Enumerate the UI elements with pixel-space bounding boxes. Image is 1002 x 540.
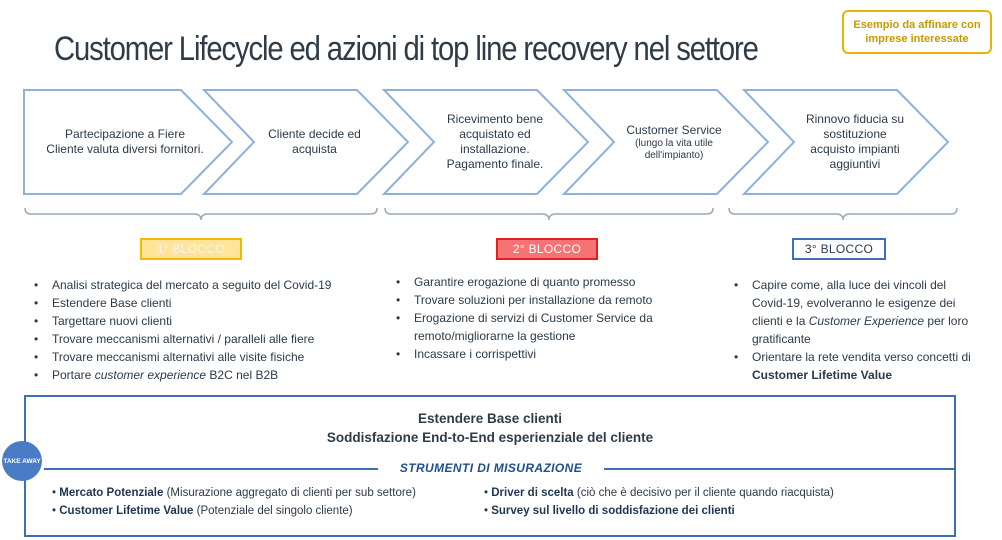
brace-block-3 [728,207,958,221]
list-item: Trovare soluzioni per installazione da r… [392,291,682,309]
step-2-text: Cliente decide ed acquista [268,127,361,156]
step-4-subtitle: (lungo la vita utile dell'impianto) [635,137,713,161]
list-item: Capire come, alla luce dei vincoli del C… [730,276,972,348]
tools-divider-left [44,468,378,470]
brace-block-1 [24,207,378,221]
block-1-actions: Analisi strategica del mercato a seguito… [30,276,380,384]
list-item: Trovare meccanismi alternativi / paralle… [30,330,380,348]
block-3-actions: Capire come, alla luce dei vincoli del C… [730,276,972,384]
takeaway-badge: TAKE AWAY [2,441,42,481]
tools-title: STRUMENTI DI MISURAZIONE [399,461,583,475]
block-3-label: 3° BLOCCO [792,238,886,260]
page-title: Customer Lifecycle ed azioni di top line… [54,30,759,68]
block-1-label: 1° BLOCCO [140,238,242,260]
tools-divider-right [604,468,956,470]
list-item: Garantire erogazione di quanto promesso [392,273,682,291]
list-item: Incassare i corrispettivi [392,345,682,363]
metric-item: • Customer Lifetime Value (Potenziale de… [52,505,353,517]
metric-item: • Mercato Potenziale (Misurazione aggreg… [52,487,416,499]
step-2-chevron [201,89,410,195]
list-item: Portare customer experience B2C nel B2B [30,366,380,384]
list-item: Targettare nuovi clienti [30,312,380,330]
metric-item: • Driver di scelta (ciò che è decisivo p… [484,487,834,499]
step-1-text: Partecipazione a Fiere Cliente valuta di… [46,127,204,156]
step-4-text: Customer Service (lungo la vita utile de… [608,88,740,196]
list-item: Estendere Base clienti [30,294,380,312]
brace-block-2 [384,207,714,221]
step-5-text: Rinnovo fiducia su sostituzione acquisto… [805,112,905,171]
step-5-chevron [741,89,950,195]
step-3-text: Ricevimento bene acquistato ed installaz… [446,112,544,171]
takeaway-headline-2: Soddisfazione End-to-End esperienziale d… [326,430,654,445]
step-4-title: Customer Service [626,122,722,137]
takeaway-headline-1: Estendere Base clienti [417,411,563,426]
list-item: Trovare meccanismi alternativi alle visi… [30,348,380,366]
metric-item: • Survey sul livello di soddisfazione de… [484,505,735,517]
list-item: Analisi strategica del mercato a seguito… [30,276,380,294]
list-item: Orientare la rete vendita verso concetti… [730,348,972,384]
step-4-chevron [561,89,770,195]
block-2-label: 2° BLOCCO [496,238,598,260]
example-note-badge: Esempio da affinare con imprese interess… [842,10,992,54]
step-1-chevron [23,89,234,195]
step-3-chevron [381,89,590,195]
block-2-actions: Garantire erogazione di quanto promesso … [392,273,682,363]
list-item: Erogazione di servizi di Customer Servic… [392,309,682,345]
lifecycle-flow [23,89,950,195]
